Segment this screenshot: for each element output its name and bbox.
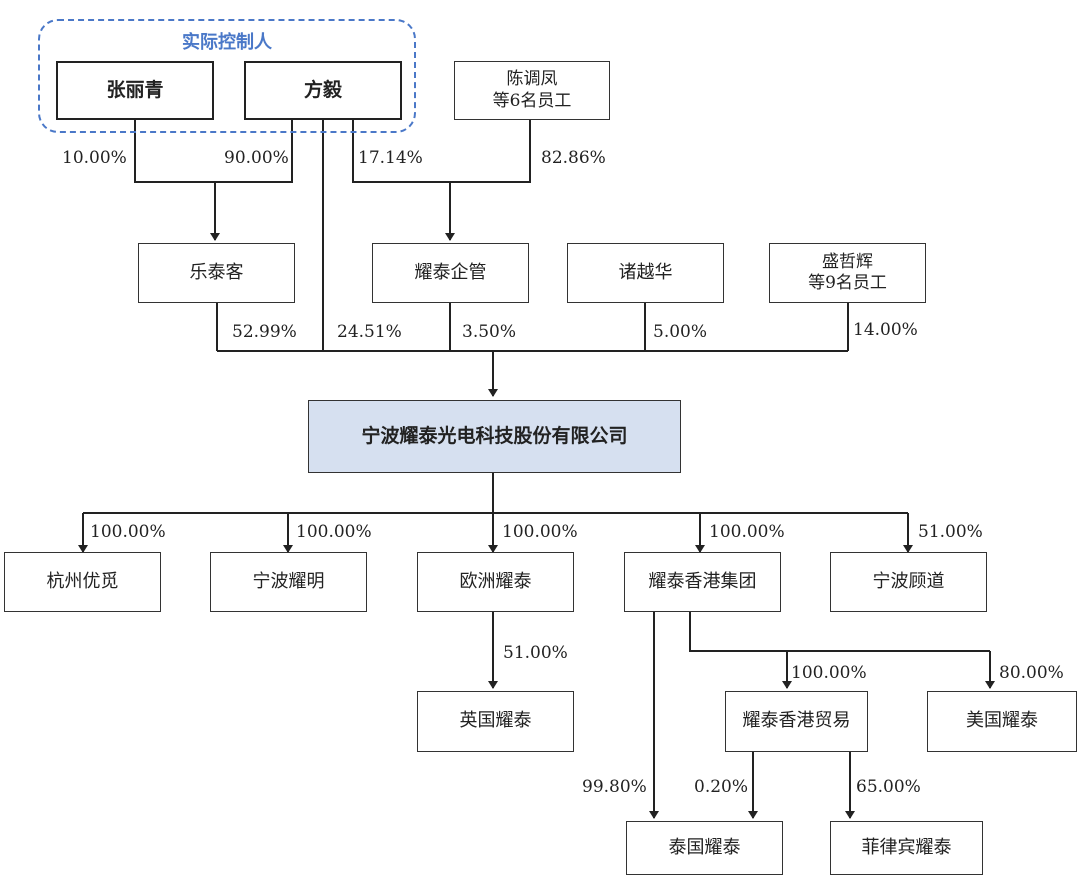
node-chen-group: 陈调凤 等6名员工: [454, 61, 610, 120]
pct-fang-to-company: 24.51%: [337, 322, 402, 342]
node-letaike: 乐泰客: [138, 243, 295, 303]
pct-company-to-ningbo-yaoming: 100.00%: [296, 522, 372, 542]
node-hangzhou-youmi: 杭州优觅: [4, 552, 161, 612]
pct-chen-to-qiguan: 82.86%: [541, 148, 606, 168]
node-yingguo-yaotai: 英国耀泰: [417, 691, 574, 752]
line-hk-group-branch: [689, 612, 990, 652]
pct-letaike-to-company: 52.99%: [232, 322, 297, 342]
pct-sheng-to-company: 14.00%: [853, 320, 918, 340]
pct-hk-group-to-hk-trade: 100.00%: [791, 663, 867, 683]
node-meiguo-yaotai: 美国耀泰: [927, 691, 1077, 752]
line-zhang-to-letaike: [134, 120, 293, 183]
pct-ouzhou-to-yingguo: 51.00%: [503, 643, 568, 663]
node-ouzhou-yaotai: 欧洲耀泰: [417, 552, 574, 612]
pct-zhu-to-company: 5.00%: [653, 322, 708, 342]
pct-qiguan-to-company: 3.50%: [462, 322, 517, 342]
node-sheng-group: 盛哲辉 等9名员工: [769, 243, 926, 303]
pct-hk-group-to-meiguo: 80.00%: [999, 663, 1064, 683]
pct-fang-to-letaike: 90.00%: [224, 148, 289, 168]
line-fang-to-qiguan: [352, 120, 531, 183]
pct-zhang-to-letaike: 10.00%: [62, 148, 127, 168]
node-yaotai-hk-group: 耀泰香港集团: [624, 552, 781, 612]
pct-company-to-hangzhou: 100.00%: [90, 522, 166, 542]
actual-controller-label: 实际控制人: [182, 32, 272, 53]
pct-hk-trade-to-feilvbin: 65.00%: [856, 777, 921, 797]
pct-hk-group-to-taiguo: 99.80%: [582, 777, 647, 797]
pct-company-to-gudao: 51.00%: [918, 522, 983, 542]
node-feilvbin-yaotai: 菲律宾耀泰: [830, 821, 983, 875]
node-fang-yi: 方毅: [244, 61, 402, 120]
node-taiguo-yaotai: 泰国耀泰: [626, 821, 783, 875]
pct-fang-to-qiguan: 17.14%: [358, 148, 423, 168]
node-yaotai-hk-trade: 耀泰香港贸易: [725, 691, 868, 752]
node-company: 宁波耀泰光电科技股份有限公司: [308, 400, 681, 473]
pct-company-to-ouzhou: 100.00%: [502, 522, 578, 542]
actual-controller-group: [38, 19, 416, 133]
pct-company-to-hk-group: 100.00%: [709, 522, 785, 542]
node-ningbo-yaoming: 宁波耀明: [210, 552, 367, 612]
node-zhu-yuehua: 诸越华: [567, 243, 724, 303]
node-zhang-liqing: 张丽青: [56, 61, 214, 120]
node-yaotai-qiguan: 耀泰企管: [372, 243, 529, 303]
pct-hk-trade-to-taiguo: 0.20%: [694, 777, 749, 797]
node-ningbo-gudao: 宁波顾道: [830, 552, 987, 612]
